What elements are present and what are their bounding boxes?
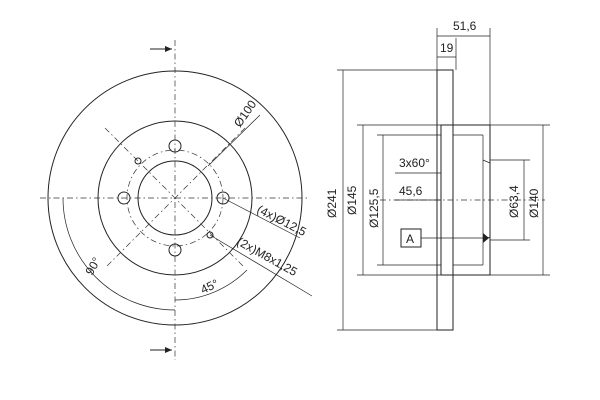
d241-label: Ø241	[325, 188, 339, 218]
thread-hole-2	[206, 231, 214, 239]
d145-label: Ø145	[345, 185, 359, 215]
angle-arc-45	[174, 269, 248, 301]
thickness-label: 19	[440, 41, 454, 55]
front-view: Ø100 (4x)Ø12,5 (2x)M8x1,25 90° 45°	[40, 40, 313, 360]
datum-label: A	[406, 232, 414, 246]
d125-label: Ø125,5	[367, 188, 381, 228]
datum-triangle	[483, 233, 489, 243]
pcd-leader	[207, 114, 261, 167]
side-view: 51,6 19 Ø241 Ø145 Ø125,5 3x60° 45,6 A Ø6…	[325, 19, 550, 331]
angle-90-label: 90°	[82, 255, 103, 278]
bolt-hole-leader	[222, 197, 301, 239]
total-width-label: 51,6	[453, 19, 477, 33]
angle-45-label: 45°	[198, 276, 221, 296]
pcd-label: Ø100	[231, 97, 259, 129]
diagonal-centerline-2	[104, 127, 246, 269]
depth-label: 45,6	[399, 184, 423, 198]
thread-hole-leader	[209, 234, 313, 297]
d63-label: Ø63,4	[507, 185, 521, 218]
bolt-hole-label: (4x)Ø12,5	[255, 202, 309, 239]
angle-arc-90	[62, 197, 176, 311]
thread-hole-1	[134, 157, 142, 165]
holes-label: 3x60°	[399, 156, 430, 170]
d140-label: Ø140	[527, 188, 541, 218]
